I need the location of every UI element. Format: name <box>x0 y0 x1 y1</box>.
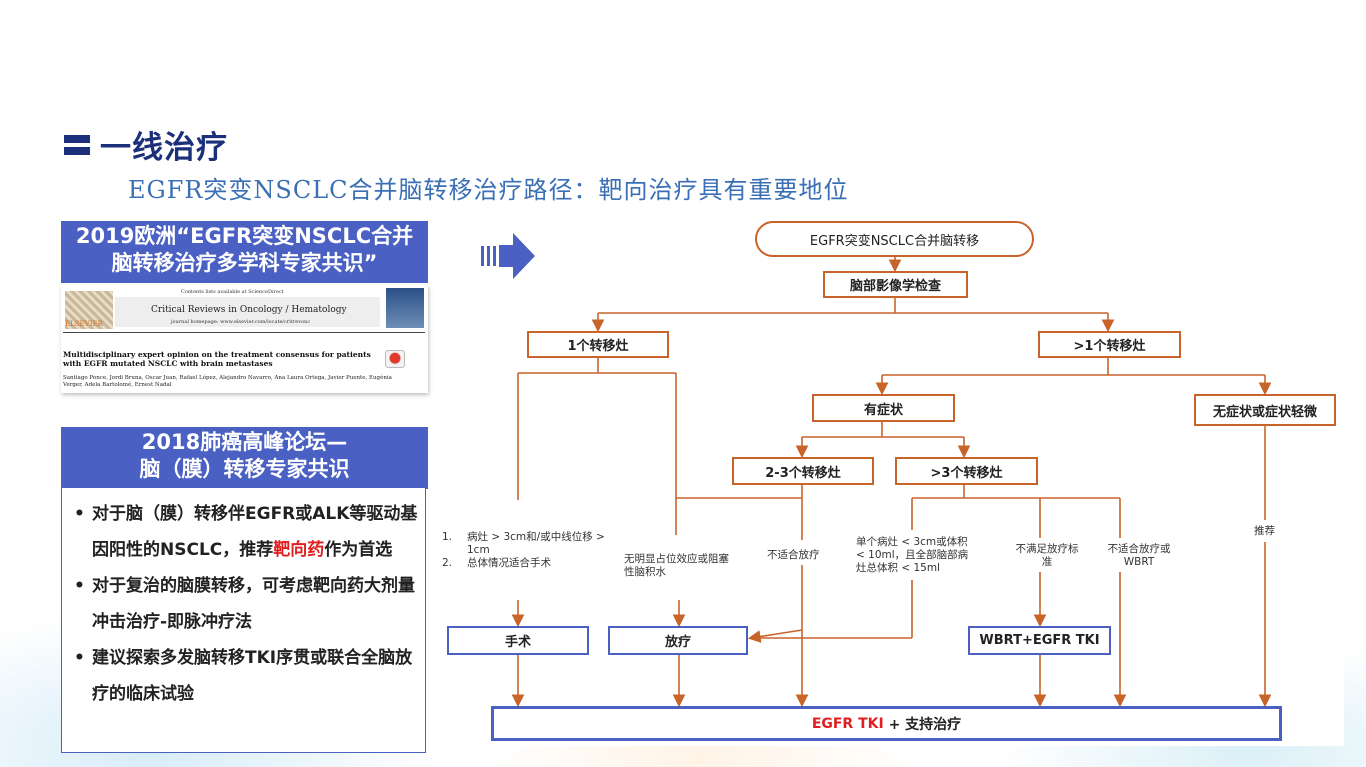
not-suitable-rt-note: 不适合放疗 <box>767 549 820 561</box>
flowchart-panel <box>440 216 1344 746</box>
paper-publisher: ELSEVIER <box>65 320 103 328</box>
heading-bar-icon <box>64 133 90 157</box>
condition-item: 1.病灶 > 3cm和/或中线位移 > 1cm <box>442 531 605 556</box>
flow-tki-node: EGFR TKI + 支持治疗 <box>491 706 1282 741</box>
paper-authors: Santiago Ponce, Jordi Bruna, Oscar Juan,… <box>63 375 392 388</box>
flow-2-3-lesion-node: 2-3个转移灶 <box>732 457 874 485</box>
no-mass-effect-note: 无明显占位效应或阻塞性脑积水 <box>624 553 729 578</box>
single-lesion-note: 单个病灶 < 3cm或体积 < 10ml，且全部脑部病灶总体积 < 15ml <box>856 536 969 574</box>
paper-divider <box>63 332 425 333</box>
slide-subtitle: EGFR突变NSCLC合并脑转移治疗路径：靶向治疗具有重要地位 <box>128 176 849 204</box>
flow-radiotherapy-node: 放疗 <box>608 626 748 655</box>
paper-contents: Contents lists available at ScienceDirec… <box>181 289 284 295</box>
not-meet-rt-note: 不满足放疗标准 <box>1015 543 1079 568</box>
consensus-2018-line1: 2018肺癌高峰论坛— <box>141 430 348 454</box>
section-heading: 一线治疗 <box>64 122 228 167</box>
consensus-2018-header: 2018肺癌高峰论坛— 脑（膜）转移专家共识 <box>61 427 428 489</box>
flow-wbrt-tki-node: WBRT+EGFR TKI <box>968 626 1111 655</box>
consensus-2019-line1: 2019欧洲“EGFR突变NSCLC合并 <box>75 224 414 248</box>
flow-start-node: EGFR突变NSCLC合并脑转移 <box>755 221 1034 257</box>
paper-homepage: journal homepage: www.elsevier.com/locat… <box>171 319 311 325</box>
consensus-2019-line2: 脑转移治疗多学科专家共识” <box>111 251 378 275</box>
crossmark-icon <box>385 350 405 368</box>
consensus-bullets: 对于脑（膜）转移伴EGFR或ALK等驱动基因阳性的NSCLC，推荐靶向药作为首选… <box>61 487 426 753</box>
paper-screenshot: ELSEVIER Contents lists available at Sci… <box>61 285 428 393</box>
flow-gt3-lesion-node: >3个转移灶 <box>895 457 1038 485</box>
journal-cover-image <box>386 288 424 328</box>
flow-asymptomatic-node: 无症状或症状轻微 <box>1194 394 1336 426</box>
heading-title: 一线治疗 <box>100 130 228 166</box>
flow-surgery-node: 手术 <box>447 626 589 655</box>
paper-title: Multidisciplinary expert opinion on the … <box>63 350 371 368</box>
condition-item: 2.总体情况适合手术 <box>442 557 551 569</box>
bullet-item: 对于脑（膜）转移伴EGFR或ALK等驱动基因阳性的NSCLC，推荐靶向药作为首选 <box>72 496 419 568</box>
highlight-text: 靶向药 <box>273 540 325 560</box>
tki-label: EGFR TKI <box>811 715 884 732</box>
bullet-item: 建议探索多发脑转移TKI序贯或联合全脑放疗的临床试验 <box>72 640 419 712</box>
consensus-2018-line2: 脑（膜）转移专家共识 <box>139 457 350 481</box>
right-arrow-icon <box>481 233 535 279</box>
elsevier-logo-icon <box>65 291 113 329</box>
consensus-2019-header: 2019欧洲“EGFR突变NSCLC合并 脑转移治疗多学科专家共识” <box>61 221 428 283</box>
bullet-item: 对于复治的脑膜转移，可考虑靶向药大剂量冲击治疗-即脉冲疗法 <box>72 568 419 640</box>
paper-journal-band <box>115 297 380 327</box>
not-suitable-wbrt-note: 不适合放疗或WBRT <box>1107 543 1171 568</box>
support-label: + 支持治疗 <box>883 716 962 733</box>
surgery-conditions: 1.病灶 > 3cm和/或中线位移 > 1cm 2.总体情况适合手术 <box>442 531 617 570</box>
paper-journal: Critical Reviews in Oncology / Hematolog… <box>151 305 347 315</box>
flow-multi-lesion-node: >1个转移灶 <box>1038 331 1181 358</box>
flow-symptomatic-node: 有症状 <box>812 394 955 422</box>
recommend-note: 推荐 <box>1254 525 1275 537</box>
flow-imaging-node: 脑部影像学检查 <box>823 271 968 298</box>
flow-one-lesion-node: 1个转移灶 <box>527 331 669 358</box>
